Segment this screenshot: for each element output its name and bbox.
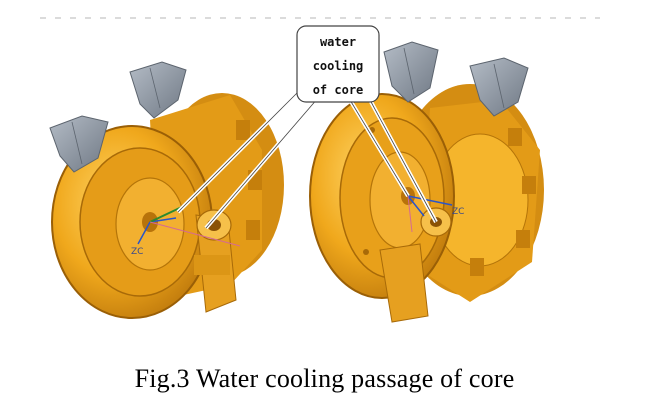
left-gate-block-lower: [49, 115, 109, 173]
right-axis-label: ZC: [452, 207, 464, 217]
callout-box: water cooling of core: [296, 25, 380, 103]
left-gate-block-upper: [129, 61, 187, 119]
right-gate-block-upper: [383, 41, 439, 103]
left-axis-label: ZC: [131, 247, 143, 257]
callout-leader-outline: [177, 89, 437, 229]
right-core-part: [309, 84, 544, 323]
callout-line-1: water: [320, 35, 356, 49]
callout-line-2: cooling: [313, 59, 364, 73]
callout-line-3: of core: [313, 83, 364, 97]
figure-caption: Fig.3 Water cooling passage of core: [134, 364, 515, 393]
right-gate-block-lower: [469, 57, 529, 117]
